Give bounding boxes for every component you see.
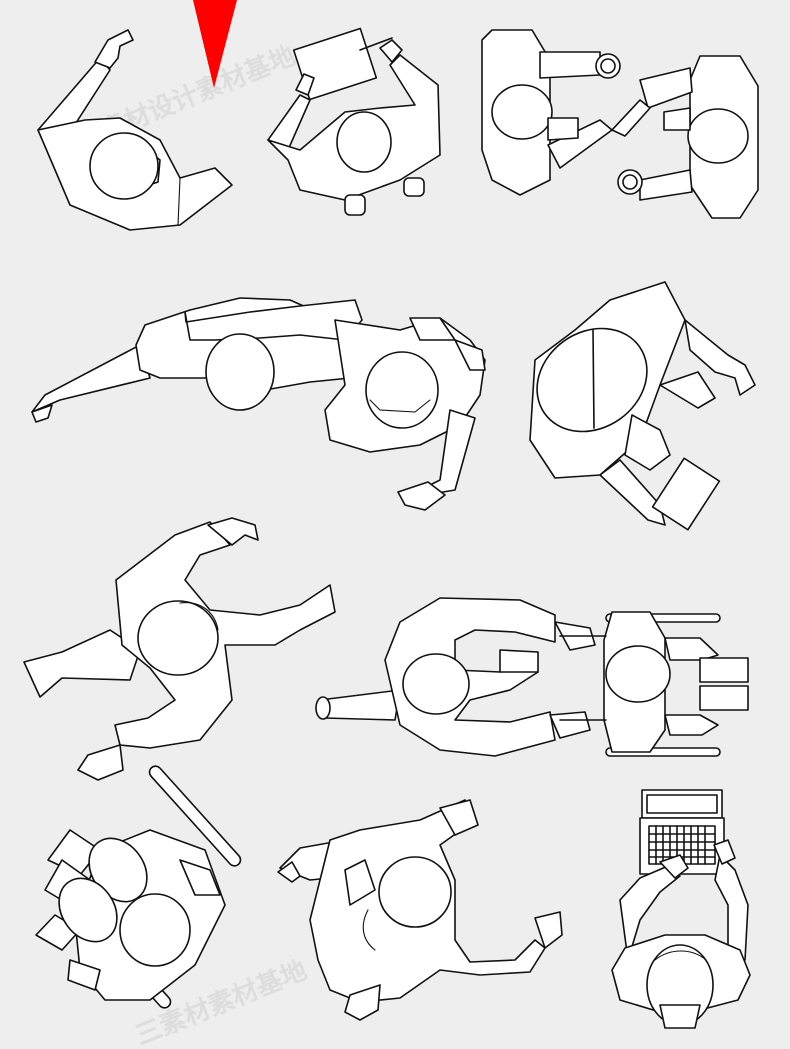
two-people-coffee-handshake xyxy=(481,29,759,219)
red-pointer-marker xyxy=(193,0,237,88)
person-pushing-wheelchair xyxy=(315,597,749,757)
person-with-tablet xyxy=(529,281,756,531)
person-phone-waving xyxy=(37,29,233,231)
person-at-laptop xyxy=(611,789,751,1029)
laptop-keyboard-grid xyxy=(648,825,716,865)
person-walking-arms-out xyxy=(23,517,336,781)
two-people-embracing xyxy=(31,297,486,511)
person-in-wheelchair-angled xyxy=(35,765,242,1009)
person-holding-clipboard xyxy=(267,27,441,216)
person-walking-backpack xyxy=(277,799,563,1021)
